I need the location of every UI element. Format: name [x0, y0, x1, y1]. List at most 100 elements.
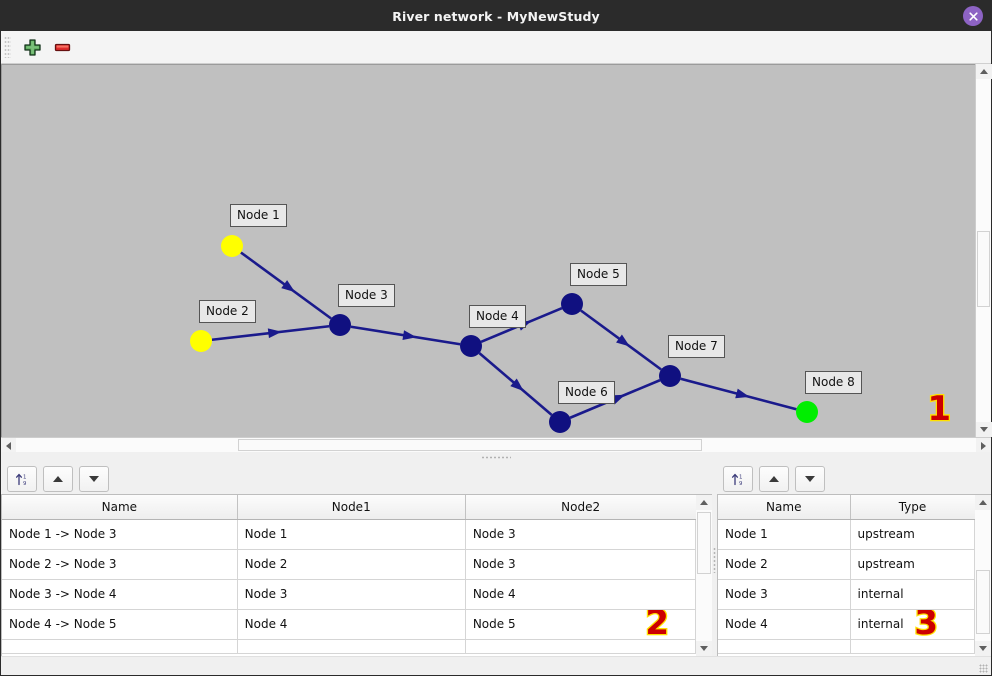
graph-node-label-node-4[interactable]: Node 4 [469, 305, 526, 328]
nodes-sort-button[interactable]: 1 9 [723, 465, 753, 492]
table-filler-row [2, 639, 696, 654]
column-header-node1[interactable]: Node1 [237, 495, 466, 520]
triangle-left-icon [6, 441, 11, 450]
table-filler-row [718, 639, 975, 654]
close-button[interactable] [963, 6, 983, 26]
scroll-down-button[interactable] [976, 422, 992, 437]
table-cell[interactable]: Node 2 [237, 549, 466, 580]
graph-node-node-3[interactable] [329, 314, 351, 336]
scroll-right-button[interactable] [976, 438, 991, 453]
table-cell[interactable]: Node 4 [237, 609, 466, 640]
table-cell[interactable]: Node 3 [718, 579, 851, 610]
graph-node-node-6[interactable] [549, 411, 571, 433]
triangle-up-icon [769, 475, 779, 482]
sort-ascending-icon: 1 9 [731, 473, 743, 487]
graph-node-label-node-5[interactable]: Node 5 [570, 263, 627, 286]
annotation-marker-1: 1 [926, 388, 952, 431]
nodes-move-down-button[interactable] [795, 465, 825, 492]
triangle-down-icon [89, 475, 99, 482]
vertical-splitter-grip [713, 546, 716, 573]
table-cell[interactable]: Node 3 [465, 519, 696, 550]
graph-node-label-node-3[interactable]: Node 3 [338, 284, 395, 307]
nodes-scroll-up-button[interactable] [975, 495, 991, 510]
scroll-up-button[interactable] [976, 64, 992, 79]
triangle-down-icon [980, 427, 988, 432]
graph-edges [190, 235, 818, 433]
graph-node-node-1[interactable] [221, 235, 243, 257]
column-header-node2[interactable]: Node2 [465, 495, 696, 520]
table-cell[interactable]: internal [850, 579, 975, 610]
table-cell[interactable]: upstream [850, 519, 975, 550]
reaches-scroll-down-button[interactable] [696, 641, 712, 656]
nodes-move-up-button[interactable] [759, 465, 789, 492]
reaches-vscroll-track[interactable] [696, 510, 712, 641]
table-cell[interactable]: Node 1 [718, 519, 851, 550]
add-node-button[interactable] [17, 32, 47, 62]
graph-node-node-2[interactable] [190, 330, 212, 352]
reaches-sort-button[interactable]: 1 9 [7, 465, 37, 492]
graph-vscroll-track[interactable] [976, 79, 991, 422]
graph-node-node-5[interactable] [561, 293, 583, 315]
graph-vertical-scrollbar[interactable] [975, 64, 992, 437]
horizontal-splitter[interactable] [1, 452, 991, 463]
table-cell[interactable]: upstream [850, 549, 975, 580]
table-cell[interactable]: Node 3 [237, 579, 466, 610]
graph-node-node-8[interactable] [796, 401, 818, 423]
nodes-vertical-scrollbar[interactable] [975, 494, 991, 656]
nodes-vscroll-thumb[interactable] [976, 570, 990, 634]
graph-node-node-7[interactable] [659, 365, 681, 387]
window-resize-grip[interactable] [979, 664, 988, 673]
reaches-move-up-button[interactable] [43, 465, 73, 492]
graph-node-label-node-6[interactable]: Node 6 [558, 381, 615, 404]
toolbar-grip[interactable] [4, 36, 11, 58]
graph-node-label-node-8[interactable]: Node 8 [805, 371, 862, 394]
table-cell[interactable]: Node 4 [718, 609, 851, 640]
graph-hscroll-thumb[interactable] [238, 439, 702, 451]
graph-hscroll-track[interactable] [16, 438, 976, 452]
vertical-splitter[interactable] [712, 463, 717, 656]
remove-node-button[interactable] [47, 32, 77, 62]
reaches-vscroll-thumb[interactable] [697, 512, 711, 574]
table-cell[interactable]: Node 4 [465, 579, 696, 610]
graph-node-node-4[interactable] [460, 335, 482, 357]
table-cell[interactable]: Node 4 -> Node 5 [2, 609, 238, 640]
table-cell[interactable]: Node 2 -> Node 3 [2, 549, 238, 580]
column-header-type[interactable]: Type [850, 495, 975, 520]
nodes-vscroll-track[interactable] [975, 510, 991, 641]
graph-node-label-node-2[interactable]: Node 2 [199, 300, 256, 323]
reaches-move-down-button[interactable] [79, 465, 109, 492]
main-toolbar [1, 31, 991, 64]
triangle-down-icon [700, 646, 708, 651]
reaches-vertical-scrollbar[interactable] [696, 494, 712, 656]
graph-vscroll-thumb[interactable] [977, 231, 990, 307]
table-cell-empty [718, 639, 851, 654]
table-cell[interactable]: Node 3 [465, 549, 696, 580]
column-header-name[interactable]: Name [2, 495, 238, 520]
graph-node-label-node-7[interactable]: Node 7 [668, 335, 725, 358]
scroll-left-button[interactable] [1, 438, 16, 453]
graph-horizontal-scrollbar[interactable] [1, 437, 991, 453]
graph-node-label-node-1[interactable]: Node 1 [230, 204, 287, 227]
nodes-scroll-down-button[interactable] [975, 641, 991, 656]
table-cell[interactable]: Node 2 [718, 549, 851, 580]
reaches-scroll-up-button[interactable] [696, 495, 712, 510]
graph-canvas[interactable]: 1 Node 1 Node 2 Node 3 Node 4 Node 5 Node 6 No… [1, 64, 975, 437]
table-cell[interactable]: Node 3 -> Node 4 [2, 579, 238, 610]
column-header-name[interactable]: Name [718, 495, 851, 520]
table-cell[interactable]: Node 1 [237, 519, 466, 550]
table-cell[interactable]: Node 1 -> Node 3 [2, 519, 238, 550]
